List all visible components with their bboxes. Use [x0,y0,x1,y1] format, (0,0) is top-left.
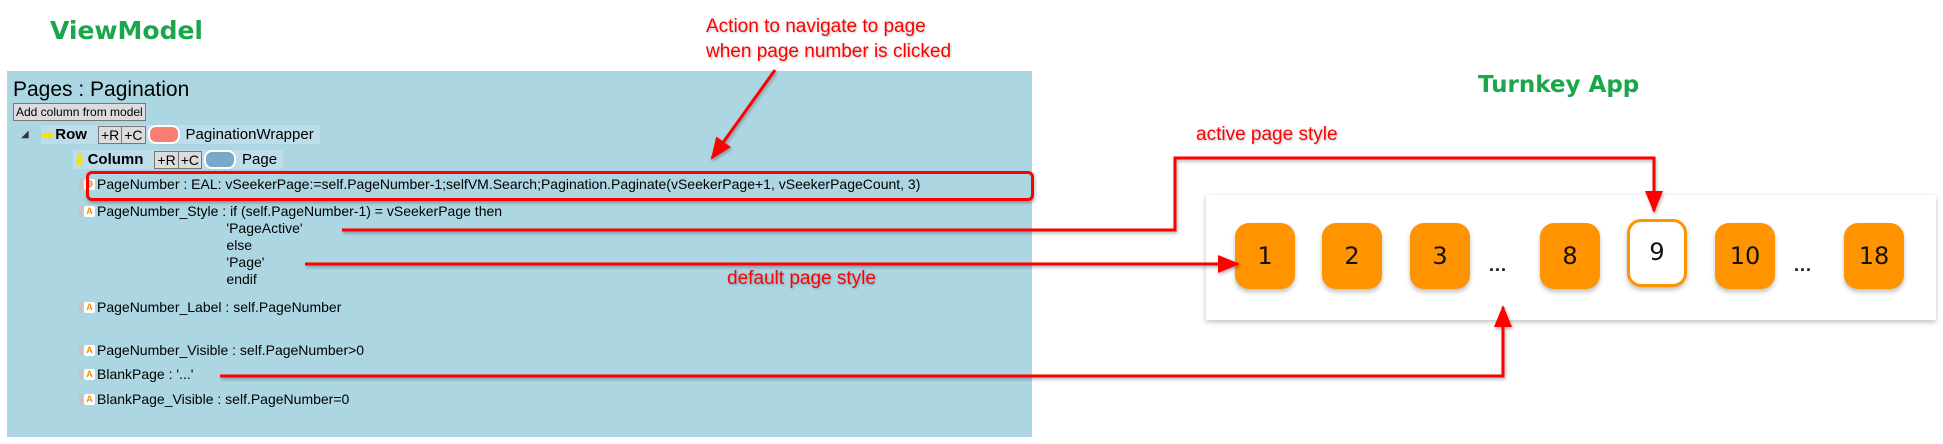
property-blankpage[interactable]: A BlankPage : '...' [79,366,193,383]
page-button-1[interactable]: 1 [1235,223,1295,289]
attribute-icon: A [84,345,95,356]
expression-line: : if (self.PageNumber-1) = vSeekerPage t… [218,203,503,219]
property-pagenumber-style[interactable]: A PageNumber_Style : if (self.PageNumber… [79,203,502,288]
property-blankpage-visible[interactable]: A BlankPage_Visible : self.PageNumber=0 [79,391,349,408]
action-annotation-line2: when page number is clicked [706,41,952,62]
add-row-button[interactable]: +R [97,125,123,144]
property-expression: : self.PageNumber>0 [228,342,365,358]
property-name: BlankPage [97,366,165,382]
column-name: Page [242,151,278,168]
property-expression: : self.PageNumber [221,299,342,315]
add-column-button[interactable]: +C [121,125,146,144]
property-name: PageNumber_Style [97,203,219,219]
collapse-triangle-icon[interactable]: ◢ [21,129,29,140]
tree-node-column: ⬇ Column +R +C Page [73,150,284,169]
add-column-button[interactable]: +C [177,150,202,169]
tree-node-row: ◢ ➡ Row +R +C PaginationWrapper [21,125,320,144]
page-button-10[interactable]: 10 [1715,223,1775,289]
action-annotation-line1: Action to navigate to page [706,16,926,37]
add-row-button[interactable]: +R [154,150,179,169]
column-color-swatch[interactable] [204,150,236,169]
property-expression: : self.PageNumber=0 [213,391,350,407]
attribute-icon: A [84,394,95,405]
expression-line: 'PageActive' [226,220,303,236]
page-button-3[interactable]: 3 [1410,223,1470,289]
column-label: Column [87,151,144,168]
page-button-9-active[interactable]: 9 [1627,219,1687,287]
right-arrow-icon: ➡ [40,126,54,144]
drag-handle[interactable] [79,206,83,217]
property-expression: : '...' [164,366,194,382]
row-label: Row [55,126,87,143]
viewmodel-heading: ViewModel [50,16,204,45]
property-name: PageNumber_Visible [97,342,229,358]
drag-handle[interactable] [79,179,83,190]
action-icon: ⚙ [84,179,95,190]
drag-handle[interactable] [79,394,83,405]
page-button-2[interactable]: 2 [1322,223,1382,289]
drag-handle[interactable] [79,345,83,356]
panel-title: Pages : Pagination [13,78,190,101]
default-style-annotation: default page style [727,268,876,289]
attribute-icon: A [84,206,95,217]
active-style-annotation: active page style [1196,124,1338,145]
drag-handle[interactable] [79,369,83,380]
page-button-8[interactable]: 8 [1540,223,1600,289]
page-ellipsis: ... [1489,255,1508,275]
expression-line: 'Page' [226,254,265,270]
row-name: PaginationWrapper [185,126,314,143]
add-column-from-model-button[interactable]: Add column from model [13,103,146,121]
property-name: PageNumber_Label [97,299,222,315]
viewmodel-panel: Pages : Pagination Add column from model… [7,71,1032,437]
pagination-preview-card: 1 2 3 ... 8 9 10 ... 18 [1206,195,1936,320]
property-name: BlankPage_Visible [97,391,214,407]
action-annotation: Action to navigate to page when page num… [706,14,951,64]
attribute-icon: A [84,302,95,313]
expression-line: else [226,237,253,253]
property-name: PageNumber [97,176,180,192]
row-color-swatch[interactable] [147,125,180,144]
down-arrow-icon: ⬇ [73,151,86,169]
expression-line: endif [226,271,257,287]
page-button-18[interactable]: 18 [1844,223,1904,289]
drag-handle[interactable] [79,302,83,313]
property-pagenumber-visible[interactable]: A PageNumber_Visible : self.PageNumber>0 [79,342,364,359]
attribute-icon: A [84,369,95,380]
turnkey-app-heading: Turnkey App [1478,72,1640,98]
page-ellipsis: ... [1794,255,1813,275]
property-pagenumber-label[interactable]: A PageNumber_Label : self.PageNumber [79,299,341,316]
action-highlight-box [86,171,1034,201]
